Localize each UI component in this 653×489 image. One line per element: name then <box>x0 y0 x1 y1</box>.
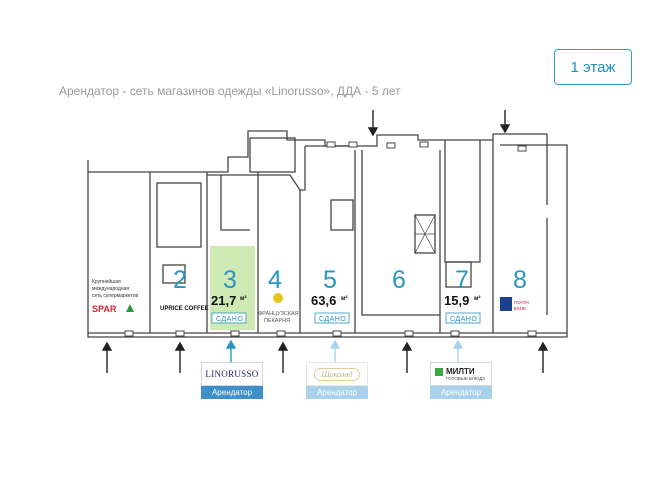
building-outline <box>87 130 568 338</box>
tenant-logo-text: МИЛТИ <box>446 367 475 376</box>
tenant-arrow-icon <box>225 339 237 362</box>
tenant-card-linorusso[interactable]: LINORUSSO Арендатор <box>201 362 263 399</box>
unit-number-4: 4 <box>268 266 282 294</box>
spar-logo: SPAR <box>92 304 117 314</box>
tenant-logo-milti: МИЛТИ ГОТОВЫЕ БЛЮДА <box>430 362 492 386</box>
unit3-status: СДАНО <box>216 316 243 323</box>
unit5-area-unit: м² <box>341 295 347 302</box>
unit2-back-room <box>156 182 202 248</box>
tenant-arrow-icon <box>329 339 341 362</box>
tenant-arrow-icon <box>452 339 464 362</box>
tenant-subtitle: Арендатор - сеть магазинов одежды «Linor… <box>59 84 401 98</box>
entrance-arrow-icon <box>367 110 379 137</box>
tenant-logo-text: LINORUSSO <box>205 369 259 379</box>
unit8-brand-line2: БАНК <box>514 306 526 311</box>
unit5-area: 63,6 <box>311 293 336 308</box>
tenant-logo-subtext: ГОТОВЫЕ БЛЮДА <box>446 376 486 381</box>
tenant-logo-linorusso: LINORUSSO <box>201 362 263 386</box>
spar-caption-3: сеть супермаркетов <box>92 293 139 299</box>
spar-caption-1: Крупнейшая <box>92 278 121 285</box>
tenant-label: Арендатор <box>430 386 492 399</box>
post-logo-icon <box>500 297 512 311</box>
entrance-arrow-icon <box>537 341 549 373</box>
entrance-arrow-icon <box>499 110 511 134</box>
unit-number-7: 7 <box>455 266 469 294</box>
unit-number-5: 5 <box>323 266 337 294</box>
unit7-status: СДАНО <box>450 316 477 323</box>
unit4-brand-line1: ФРАНЦУЗСКАЯ <box>258 311 299 317</box>
unit-number-3: 3 <box>223 266 237 294</box>
unit3-area: 21,7 <box>211 293 236 308</box>
tenant-logo-shokolad: Шоколад <box>306 362 368 386</box>
unit-number-2: 2 <box>173 266 187 294</box>
tenant-logo-text: Шоколад <box>314 367 360 381</box>
milti-logo-icon <box>435 367 443 376</box>
floor-selector-button[interactable]: 1 этаж <box>554 49 632 85</box>
tenant-card-shokolad[interactable]: Шоколад Арендатор <box>306 362 368 399</box>
unit-number-8: 8 <box>513 266 527 294</box>
unit7-area-unit: м² <box>474 295 480 302</box>
unit5-status: СДАНО <box>319 316 346 323</box>
unit2-brand: UPRICE COFFEE <box>160 306 209 312</box>
unit4-brand-line2: ПЕКАРНЯ <box>264 318 290 324</box>
unit7-area: 15,9 <box>444 293 469 308</box>
entrance-arrow-icon <box>277 341 289 373</box>
unit4-back-room <box>249 137 296 173</box>
unit8-brand-line1: ПОЧТА <box>514 300 529 305</box>
bakery-logo-icon <box>273 293 283 303</box>
unit-number-6: 6 <box>392 266 406 294</box>
entrance-arrow-icon <box>174 341 186 373</box>
spar-caption-2: международная <box>92 286 129 292</box>
entrance-arrow-icon <box>101 341 113 373</box>
tenant-label: Арендатор <box>306 386 368 399</box>
tenant-label: Арендатор <box>201 386 263 399</box>
tenant-card-milti[interactable]: МИЛТИ ГОТОВЫЕ БЛЮДА Арендатор <box>430 362 492 399</box>
spar-tree-icon <box>126 304 134 312</box>
unit3-area-unit: м² <box>240 295 246 302</box>
entrance-arrow-icon <box>401 341 413 373</box>
